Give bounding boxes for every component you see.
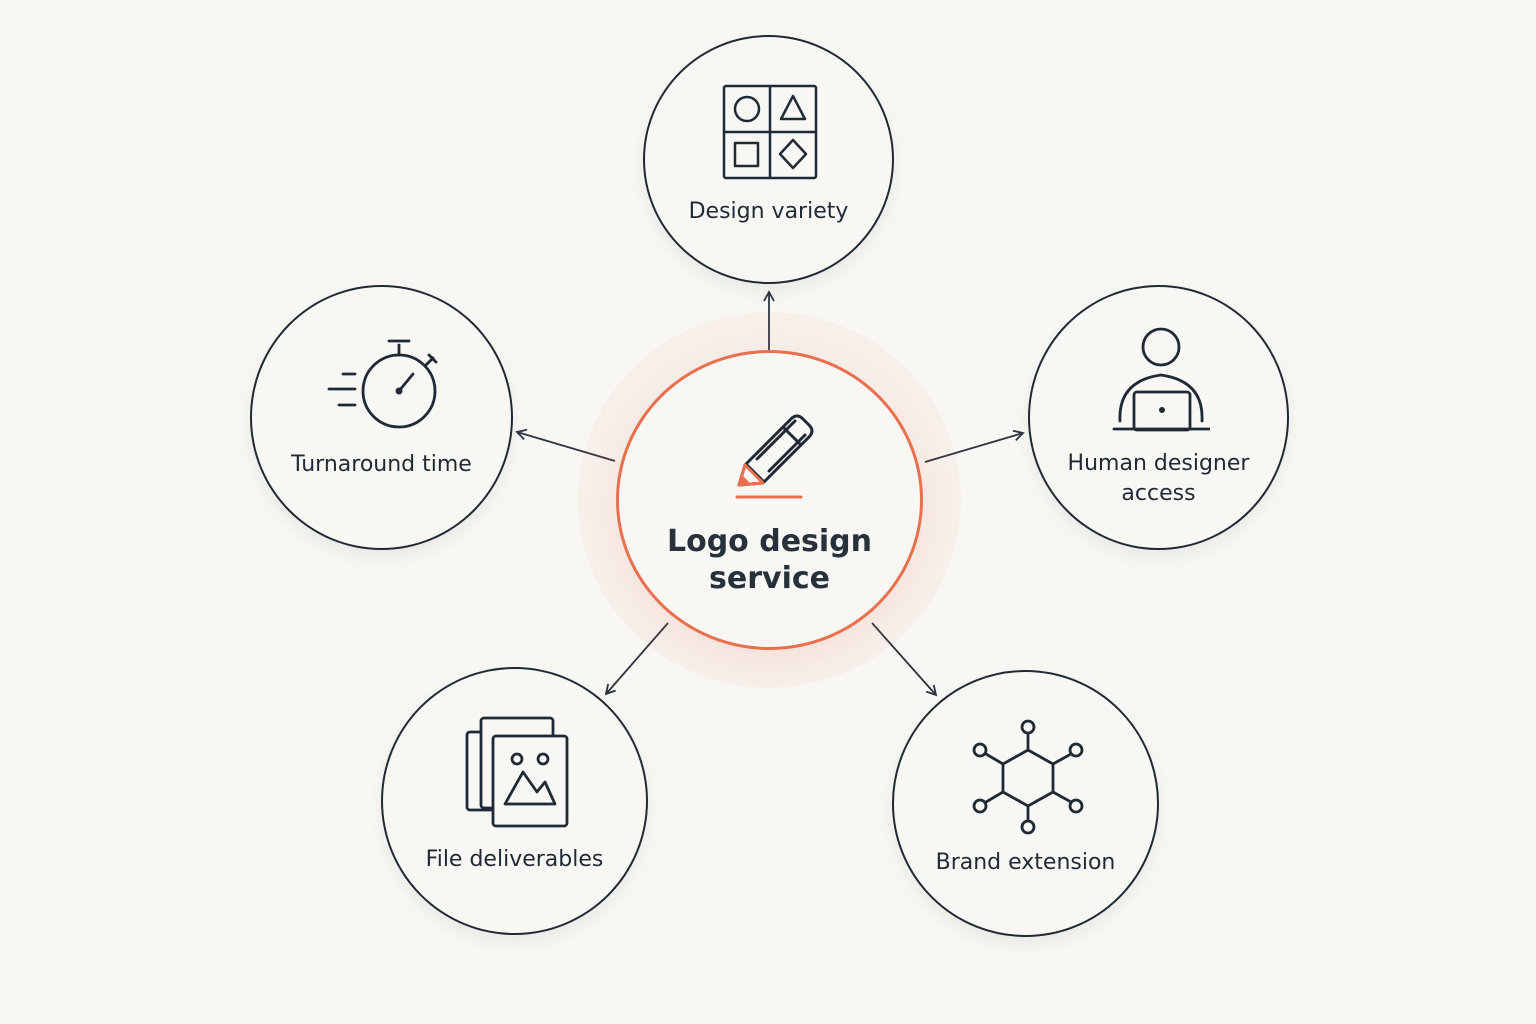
node-file-deliverables: File deliverables [381, 667, 648, 935]
center-node-logo-design-service: Logo design service [616, 350, 923, 650]
center-title-line-2: service [709, 561, 830, 596]
arrow-to-human-designer [924, 429, 1025, 463]
human-designer-label: Human designer access [1030, 449, 1287, 509]
node-turnaround-time: Turnaround time [250, 285, 513, 550]
turnaround-time-label: Turnaround time [291, 452, 472, 477]
file-deliverables-label: File deliverables [425, 847, 604, 872]
center-title: Logo design service [619, 523, 920, 597]
pencil-icon [735, 414, 814, 499]
arrow-to-turnaround-time [515, 428, 616, 462]
brand-extension-label: Brand extension [935, 850, 1116, 875]
center-title-line-1: Logo design [666, 524, 873, 559]
node-brand-extension: Brand extension [892, 670, 1159, 937]
image-files-icon [465, 716, 569, 828]
stopwatch-icon [327, 339, 438, 429]
node-design-variety: Design variety [643, 35, 894, 284]
arrow-to-file-deliverables [604, 622, 669, 696]
hexagon-network-icon [972, 719, 1084, 835]
person-laptop-icon [1112, 327, 1210, 432]
design-variety-label: Design variety [688, 199, 849, 224]
human-designer-label-line-1: Human designer [1067, 451, 1250, 476]
shapes-grid-icon [722, 84, 818, 180]
human-designer-label-line-2: access [1121, 481, 1196, 506]
node-human-designer-access: Human designer access [1028, 285, 1289, 550]
arrow-to-brand-extension [871, 622, 938, 697]
